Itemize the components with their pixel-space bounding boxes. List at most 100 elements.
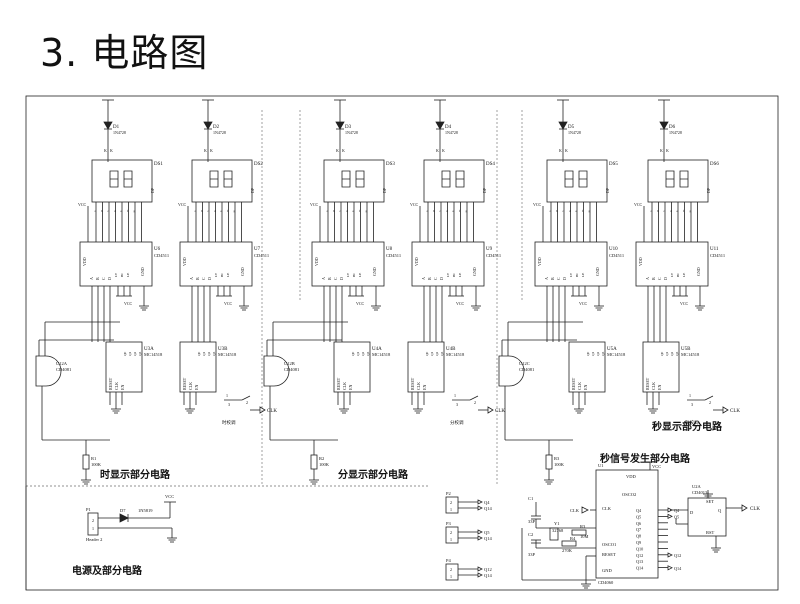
crystal-ref: Y1 [554, 521, 560, 526]
digit-glyph [209, 170, 219, 188]
crystal [549, 527, 559, 541]
pin-label: VDD [537, 257, 542, 266]
zener-diode-symbol [435, 121, 445, 130]
port-arrow [477, 535, 483, 541]
resistor [561, 540, 577, 547]
gate-ref: U12A [56, 361, 68, 366]
pin-label: c [664, 209, 666, 213]
header-connector [445, 496, 459, 514]
pin-label: RESET [108, 377, 113, 390]
pin-label: Q0 [123, 351, 127, 356]
diode-part-label: 1N4728 [113, 130, 126, 135]
resistor [82, 454, 90, 470]
pin-label: C [433, 277, 438, 280]
vcc-label: VCC [224, 301, 233, 306]
pin-label: g [466, 209, 468, 213]
gate-part: CD4081 [56, 367, 71, 372]
pin-label: K [666, 148, 669, 153]
port-label: Q14 [484, 536, 492, 541]
counter-part: MC14518 [607, 352, 626, 357]
header-connector [445, 563, 459, 581]
pin-label: Q3 [138, 351, 142, 356]
resistor-value: 10M [580, 534, 589, 539]
pin-label: Q1 [430, 351, 434, 356]
resistor [545, 454, 553, 470]
pin-label: Q12 [636, 553, 643, 558]
pin-label: 2 [92, 518, 94, 523]
pin-label: K [565, 148, 568, 153]
vcc-label: VCC [579, 301, 588, 306]
connector-ref: P1 [86, 507, 91, 512]
pin-label: d [446, 209, 448, 213]
counter-part: MC14518 [372, 352, 391, 357]
pin-label: EN [583, 385, 588, 390]
port-arrow [477, 572, 483, 578]
section-label: 秒显示部分电路 [652, 420, 723, 433]
pin-label: VDD [626, 474, 636, 479]
gate-ref: U12B [284, 361, 295, 366]
pin-label: c [208, 209, 210, 213]
counter-ref: U3B [218, 347, 228, 352]
counter-ref: U5A [607, 347, 617, 352]
pin-label: LE [682, 273, 686, 277]
diode-ref: D7 [120, 508, 126, 513]
decoder-chip [635, 241, 709, 287]
pin-label: Q2 [596, 351, 600, 356]
pin-label: A [544, 277, 549, 280]
pin-label: Q0 [660, 351, 664, 356]
port-label: Q12 [484, 567, 492, 572]
clk-port [259, 406, 266, 414]
counter-ref: U4B [446, 347, 456, 352]
pin-label: C [101, 277, 106, 280]
pin-label: Q0 [425, 351, 429, 356]
zener-diode-symbol [558, 121, 568, 130]
pin-label: Q2 [435, 351, 439, 356]
digit-glyph [355, 170, 365, 188]
pin-label: EN [422, 385, 427, 390]
gate-ref: U12C [519, 361, 530, 366]
pin-label: BI [220, 273, 224, 277]
pin-label: D [562, 277, 567, 280]
pin-label: LT [446, 272, 450, 277]
pin-label: BI [575, 273, 579, 277]
pin-label: a [327, 209, 329, 213]
and-gate [35, 355, 62, 387]
pin-label: e [453, 209, 455, 213]
decoder-part: CD4511 [486, 253, 501, 258]
pin-label: b [556, 209, 558, 213]
pin-label: 3 [691, 402, 693, 407]
digit-glyph [109, 170, 119, 188]
pin-label: CLK [114, 382, 119, 390]
pin-label: a [651, 209, 653, 213]
pin-label: K [210, 148, 213, 153]
pin-label: 3 [456, 402, 458, 407]
pin-label: BI [452, 273, 456, 277]
pin-label: f [127, 209, 129, 213]
pin-label: 1 [92, 526, 94, 531]
pin-label: b [333, 209, 335, 213]
diode-label: D6 [669, 125, 676, 130]
counter-part: MC14518 [218, 352, 237, 357]
pin-label: D [207, 277, 212, 280]
resistor-ref: R1 [91, 456, 96, 461]
pin-label: Q3 [212, 351, 216, 356]
pin-label: B [327, 277, 332, 280]
pin-label: GND [602, 568, 612, 573]
pin-label: e [121, 209, 123, 213]
pin-label: DP [382, 187, 387, 193]
pin-label: c [108, 209, 110, 213]
decoder-ref: U9 [486, 247, 493, 252]
pin-label: OSCO2 [622, 492, 636, 497]
pin-label: c [563, 209, 565, 213]
pin-label: RESET [645, 377, 650, 390]
pin-label: b [101, 209, 103, 213]
port-label: Q14 [674, 566, 682, 571]
pin-label: D [663, 277, 668, 280]
pin-label: SET [706, 499, 714, 504]
port-label: Q12 [674, 553, 681, 558]
header-ref: P4 [446, 558, 452, 563]
decoder-ref: U6 [154, 247, 161, 252]
resistor-ref: R4 [570, 536, 576, 541]
port-label: Q5 [484, 530, 490, 535]
